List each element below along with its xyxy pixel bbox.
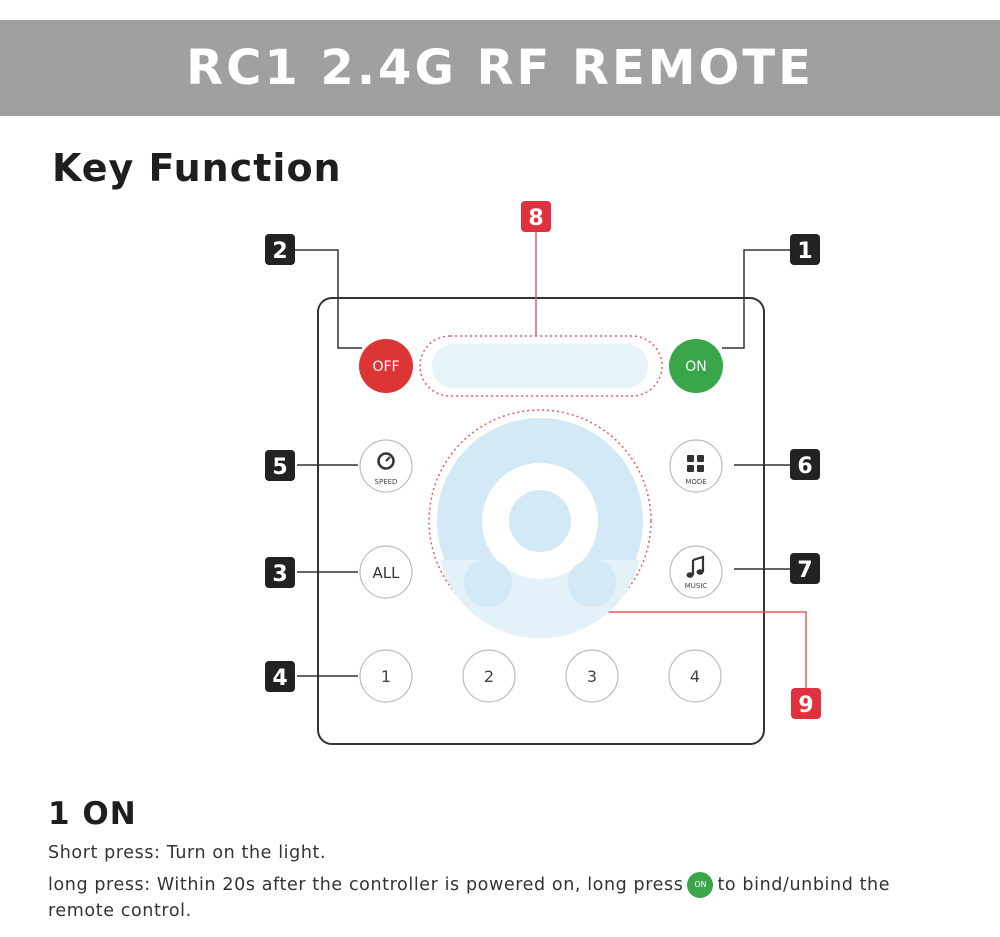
zone-button-2[interactable]: 2 (462, 649, 516, 703)
all-button[interactable]: ALL (359, 545, 413, 599)
connector-9 (600, 611, 807, 688)
speed-label: SPEED (375, 478, 398, 486)
off-button[interactable]: OFF (359, 339, 413, 393)
remote-diagram: OFF ON SPEED MODE ALL M (265, 201, 821, 745)
svg-text:2: 2 (272, 239, 287, 264)
mode-icon (687, 455, 704, 472)
desc-line-2-tail: to bind/unbind the (717, 875, 891, 895)
callout-6: 6 (790, 449, 820, 480)
item-title: 1 ON (48, 796, 137, 832)
music-note-icon (686, 555, 705, 578)
svg-text:5: 5 (272, 455, 287, 480)
speed-button[interactable]: SPEED (359, 439, 413, 493)
on-button[interactable]: ON (669, 339, 723, 393)
connector-2 (294, 249, 362, 349)
callout-9: 9 (791, 688, 821, 719)
zone-button-3[interactable]: 3 (565, 649, 619, 703)
title-banner: RC1 2.4G RF REMOTE (0, 20, 1000, 116)
callout-8: 8 (521, 201, 551, 232)
wheel-zone-outline (428, 409, 652, 633)
mode-button[interactable]: MODE (669, 439, 723, 493)
music-button[interactable]: MUSIC (669, 545, 723, 599)
desc-line-2-text: long press: Within 20s after the control… (48, 875, 684, 895)
on-label: ON (685, 359, 707, 375)
mode-label: MODE (685, 478, 706, 486)
callout-3: 3 (265, 557, 295, 588)
section-heading: Key Function (52, 146, 342, 190)
svg-text:7: 7 (797, 558, 812, 583)
callout-1: 1 (790, 234, 820, 265)
zone-label-1: 1 (381, 667, 391, 686)
banner-title: RC1 2.4G RF REMOTE (186, 40, 814, 96)
brightness-zone-outline (419, 335, 663, 397)
callout-4: 4 (265, 661, 295, 692)
svg-text:6: 6 (797, 454, 812, 479)
desc-line-2: long press: Within 20s after the control… (48, 872, 890, 898)
svg-text:4: 4 (272, 666, 287, 691)
zone-label-4: 4 (690, 667, 700, 686)
svg-text:9: 9 (798, 693, 813, 718)
callout-7: 7 (790, 553, 820, 584)
wheel-center[interactable] (509, 490, 571, 552)
callout-5: 5 (265, 450, 295, 481)
off-label: OFF (372, 359, 399, 375)
desc-line-1: Short press: Turn on the light. (48, 843, 327, 863)
wheel-left-foot (464, 559, 512, 607)
speed-icon (377, 452, 395, 470)
zone-button-4[interactable]: 4 (668, 649, 722, 703)
zone-label-3: 3 (587, 667, 597, 686)
callout-2: 2 (265, 234, 295, 265)
brightness-slider[interactable] (432, 344, 648, 388)
connector-1 (722, 249, 790, 349)
music-label: MUSIC (685, 582, 708, 590)
svg-text:8: 8 (528, 206, 543, 231)
desc-line-3: remote control. (48, 901, 192, 921)
zone-button-1[interactable]: 1 (359, 649, 413, 703)
all-label: ALL (373, 564, 401, 582)
wheel-right-foot (568, 559, 616, 607)
zone-label-2: 2 (484, 667, 494, 686)
svg-text:1: 1 (797, 239, 812, 264)
svg-text:3: 3 (272, 562, 287, 587)
on-button-icon: ON (687, 872, 714, 898)
